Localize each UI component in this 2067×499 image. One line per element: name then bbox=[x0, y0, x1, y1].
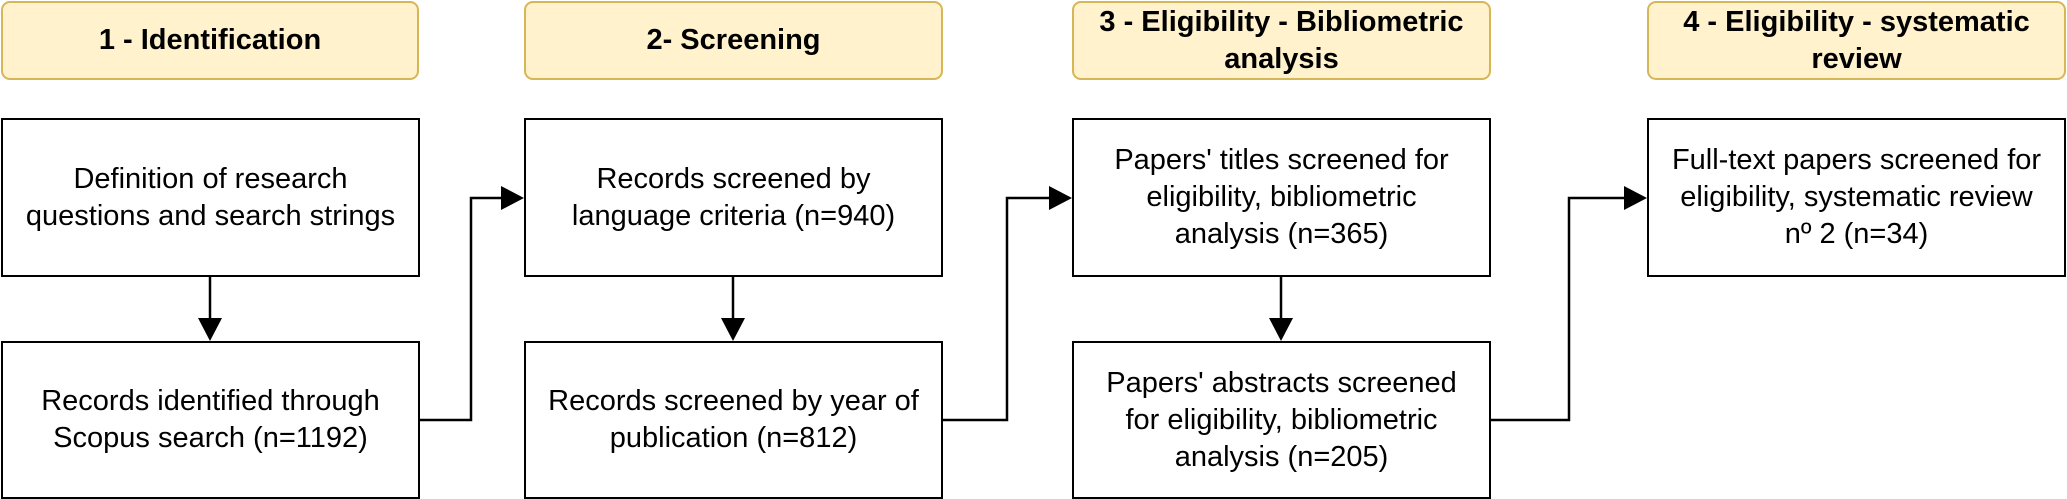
arrowhead-definition-to-records bbox=[198, 318, 222, 341]
arrowhead-records-to-language bbox=[501, 186, 524, 210]
stage-4-header: 4 - Eligibility - systematic review bbox=[1647, 1, 2066, 80]
arrowhead-abstracts-to-fulltext bbox=[1624, 186, 1647, 210]
arrow-abstracts-to-fulltext bbox=[1491, 196, 1634, 422]
stage-2-header: 2- Screening bbox=[524, 1, 943, 80]
step-language-screening: Records screened by language criteria (n… bbox=[524, 118, 943, 277]
step-fulltext-screening: Full-text papers screened for eligibilit… bbox=[1647, 118, 2066, 277]
arrow-records-to-language bbox=[420, 196, 511, 422]
stage-1-header: 1 - Identification bbox=[1, 1, 419, 80]
arrowhead-titles-to-abstracts bbox=[1269, 318, 1293, 341]
step-year-screening: Records screened by year of publication … bbox=[524, 341, 943, 499]
stage-3-header: 3 - Eligibility - Bibliometric analysis bbox=[1072, 1, 1491, 80]
arrowhead-language-to-year bbox=[721, 318, 745, 341]
step-titles-screening: Papers' titles screened for eligibility,… bbox=[1072, 118, 1491, 277]
step-define-research-questions: Definition of research questions and sea… bbox=[1, 118, 420, 277]
arrowhead-year-to-titles bbox=[1049, 186, 1072, 210]
step-abstracts-screening: Papers' abstracts screened for eligibili… bbox=[1072, 341, 1491, 499]
arrow-year-to-titles bbox=[943, 196, 1059, 422]
step-scopus-records-identified: Records identified through Scopus search… bbox=[1, 341, 420, 499]
